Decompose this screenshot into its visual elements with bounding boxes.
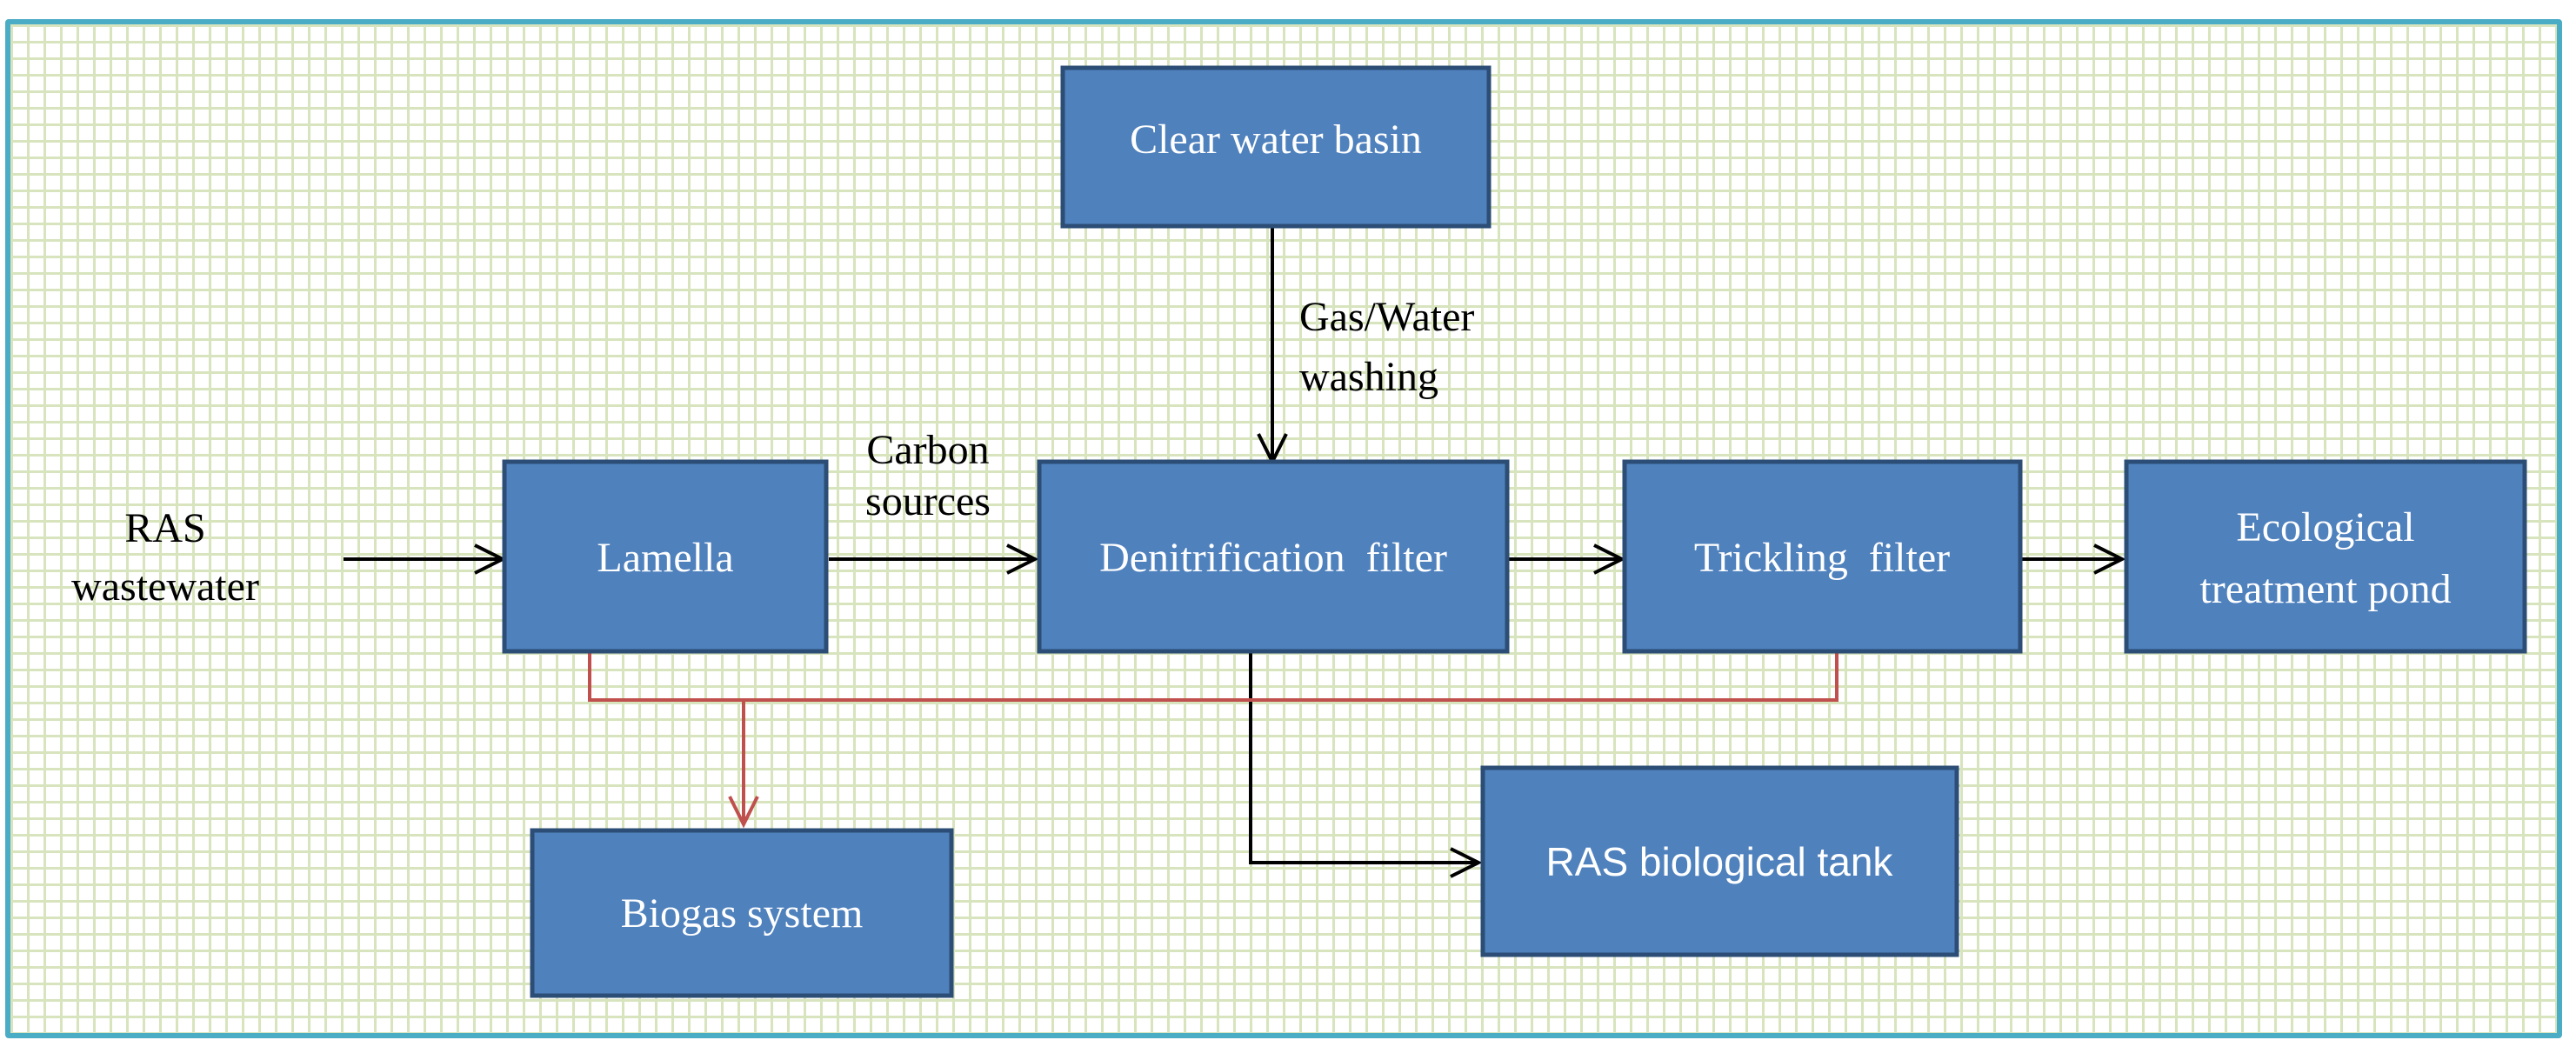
arrow-denitrification-to-ras-tank <box>1249 651 1483 878</box>
box-denitrification-filter: Denitrification filter <box>1037 459 1510 654</box>
red-sludge-line <box>588 653 1839 702</box>
biogas-system-label: Biogas system <box>621 890 864 937</box>
trickling-filter-label: Trickling filter <box>1694 535 1950 581</box>
box-ecological-treatment-pond: Ecological treatment pond <box>2124 459 2527 654</box>
box-ras-biological-tank: RAS biological tank <box>1480 765 1959 957</box>
gas-water-washing-label-line1: Gas/Water <box>1299 294 1474 340</box>
ras-biological-tank-label: RAS biological tank <box>1546 839 1894 884</box>
box-trickling-filter: Trickling filter <box>1622 459 2023 654</box>
box-clear-water-basin: Clear water basin <box>1060 65 1492 229</box>
box-lamella: Lamella <box>502 459 829 654</box>
box-biogas-system: Biogas system <box>530 828 954 998</box>
ecological-pond-label-line2: treatment pond <box>2199 566 2451 612</box>
carbon-sources-label-line1: Carbon <box>866 427 989 473</box>
gas-water-washing-label-line2: washing <box>1299 354 1438 400</box>
clear-water-basin-label: Clear water basin <box>1130 117 1422 163</box>
denitrification-filter-label: Denitrification filter <box>1099 535 1447 581</box>
lamella-label: Lamella <box>597 535 733 581</box>
ras-wastewater-label-line1: RAS <box>124 505 205 551</box>
ecological-pond-label-line1: Ecological <box>2236 504 2414 550</box>
ras-wastewater-label-line2: wastewater <box>71 563 259 610</box>
carbon-sources-label-line2: sources <box>865 478 991 524</box>
